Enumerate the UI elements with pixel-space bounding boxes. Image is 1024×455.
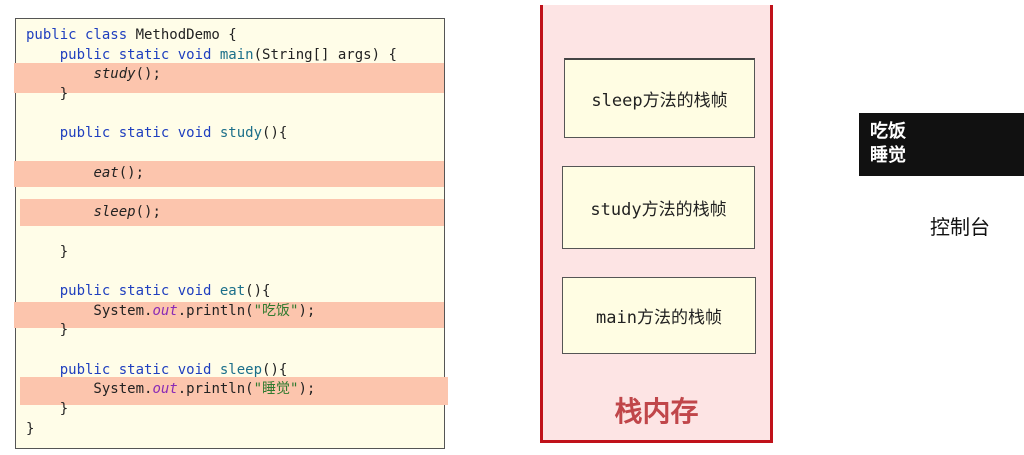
- code-line: sleep();: [26, 203, 397, 223]
- code-line: System.out.println("睡觉");: [26, 380, 397, 400]
- code-line: public static void sleep(){: [26, 361, 397, 381]
- code-listing: public class MethodDemo { public static …: [26, 26, 397, 439]
- code-token: "吃饭": [253, 302, 299, 319]
- code-line: study();: [26, 65, 397, 85]
- code-token: }: [26, 86, 69, 103]
- code-token: ();: [118, 164, 145, 181]
- code-token: .println(: [177, 381, 254, 398]
- code-token: public static void: [26, 361, 220, 378]
- code-token: (String[] args) {: [253, 46, 397, 63]
- code-token: [26, 66, 93, 82]
- code-token: main: [219, 46, 254, 63]
- console-output: 吃饭 睡觉: [859, 113, 1024, 176]
- code-line: System.out.println("吃饭");: [26, 302, 397, 322]
- code-line: }: [26, 85, 397, 105]
- highlight-println-sleep: [20, 377, 448, 405]
- code-token: sleep: [219, 361, 263, 378]
- code-token: sleep: [93, 204, 136, 221]
- code-token: [26, 165, 93, 181]
- highlight-study-call: [14, 63, 444, 93]
- code-token: [26, 204, 93, 220]
- code-token: );: [298, 302, 316, 319]
- code-line: }: [26, 400, 397, 420]
- code-token: out: [152, 381, 178, 398]
- stack-memory-label: 栈内存: [614, 395, 699, 428]
- code-line: [26, 223, 397, 243]
- code-line: }: [26, 420, 397, 440]
- code-token: (){: [245, 282, 271, 299]
- code-token: ();: [135, 66, 161, 83]
- code-token: MethodDemo {: [135, 27, 237, 43]
- code-token: eat: [219, 282, 246, 299]
- code-token: }: [26, 401, 69, 418]
- code-token: public static void: [26, 46, 220, 63]
- code-token: public class: [26, 27, 136, 43]
- code-line: }: [26, 243, 397, 263]
- console-line: 睡觉: [870, 145, 906, 166]
- code-line: public static void study(){: [26, 124, 397, 144]
- code-token: }: [26, 420, 35, 437]
- code-line: public class MethodDemo {: [26, 26, 397, 46]
- stack-frame-main: main方法的栈帧: [562, 277, 756, 354]
- stack-frame-sleep: sleep方法的栈帧: [564, 58, 755, 138]
- highlight-println-eat: [14, 302, 444, 328]
- code-token: ();: [135, 204, 161, 221]
- code-token: System.: [26, 381, 153, 398]
- console-label: 控制台: [930, 215, 990, 239]
- highlight-eat-call: [14, 161, 444, 187]
- highlight-sleep-call: [20, 199, 444, 226]
- code-token: study: [219, 125, 263, 142]
- code-token: out: [152, 302, 178, 319]
- code-token: System.: [26, 302, 153, 319]
- code-token: .println(: [177, 302, 254, 319]
- code-token: "睡觉": [253, 381, 299, 398]
- code-line: [26, 105, 397, 125]
- console-line: 吃饭: [870, 121, 906, 142]
- code-panel: [14, 18, 448, 449]
- code-token: eat: [93, 164, 119, 181]
- code-token: public static void: [26, 282, 220, 299]
- code-line: public static void eat(){: [26, 282, 397, 302]
- code-line: public static void main(String[] args) {: [26, 46, 397, 66]
- stack-memory: sleep方法的栈帧 study方法的栈帧 main方法的栈帧 栈内存: [540, 5, 773, 443]
- code-token: );: [298, 381, 316, 398]
- code-line: [26, 144, 397, 164]
- code-line: }: [26, 321, 397, 341]
- code-token: public static void: [26, 125, 220, 142]
- code-line: [26, 184, 397, 204]
- code-line: [26, 341, 397, 361]
- code-token: study: [93, 66, 136, 83]
- code-token: (){: [262, 125, 288, 142]
- code-token: }: [26, 322, 69, 339]
- code-line: [26, 262, 397, 282]
- code-token: (){: [262, 361, 288, 378]
- code-line: eat();: [26, 164, 397, 184]
- stack-frame-study: study方法的栈帧: [562, 166, 755, 249]
- code-token: }: [26, 243, 69, 260]
